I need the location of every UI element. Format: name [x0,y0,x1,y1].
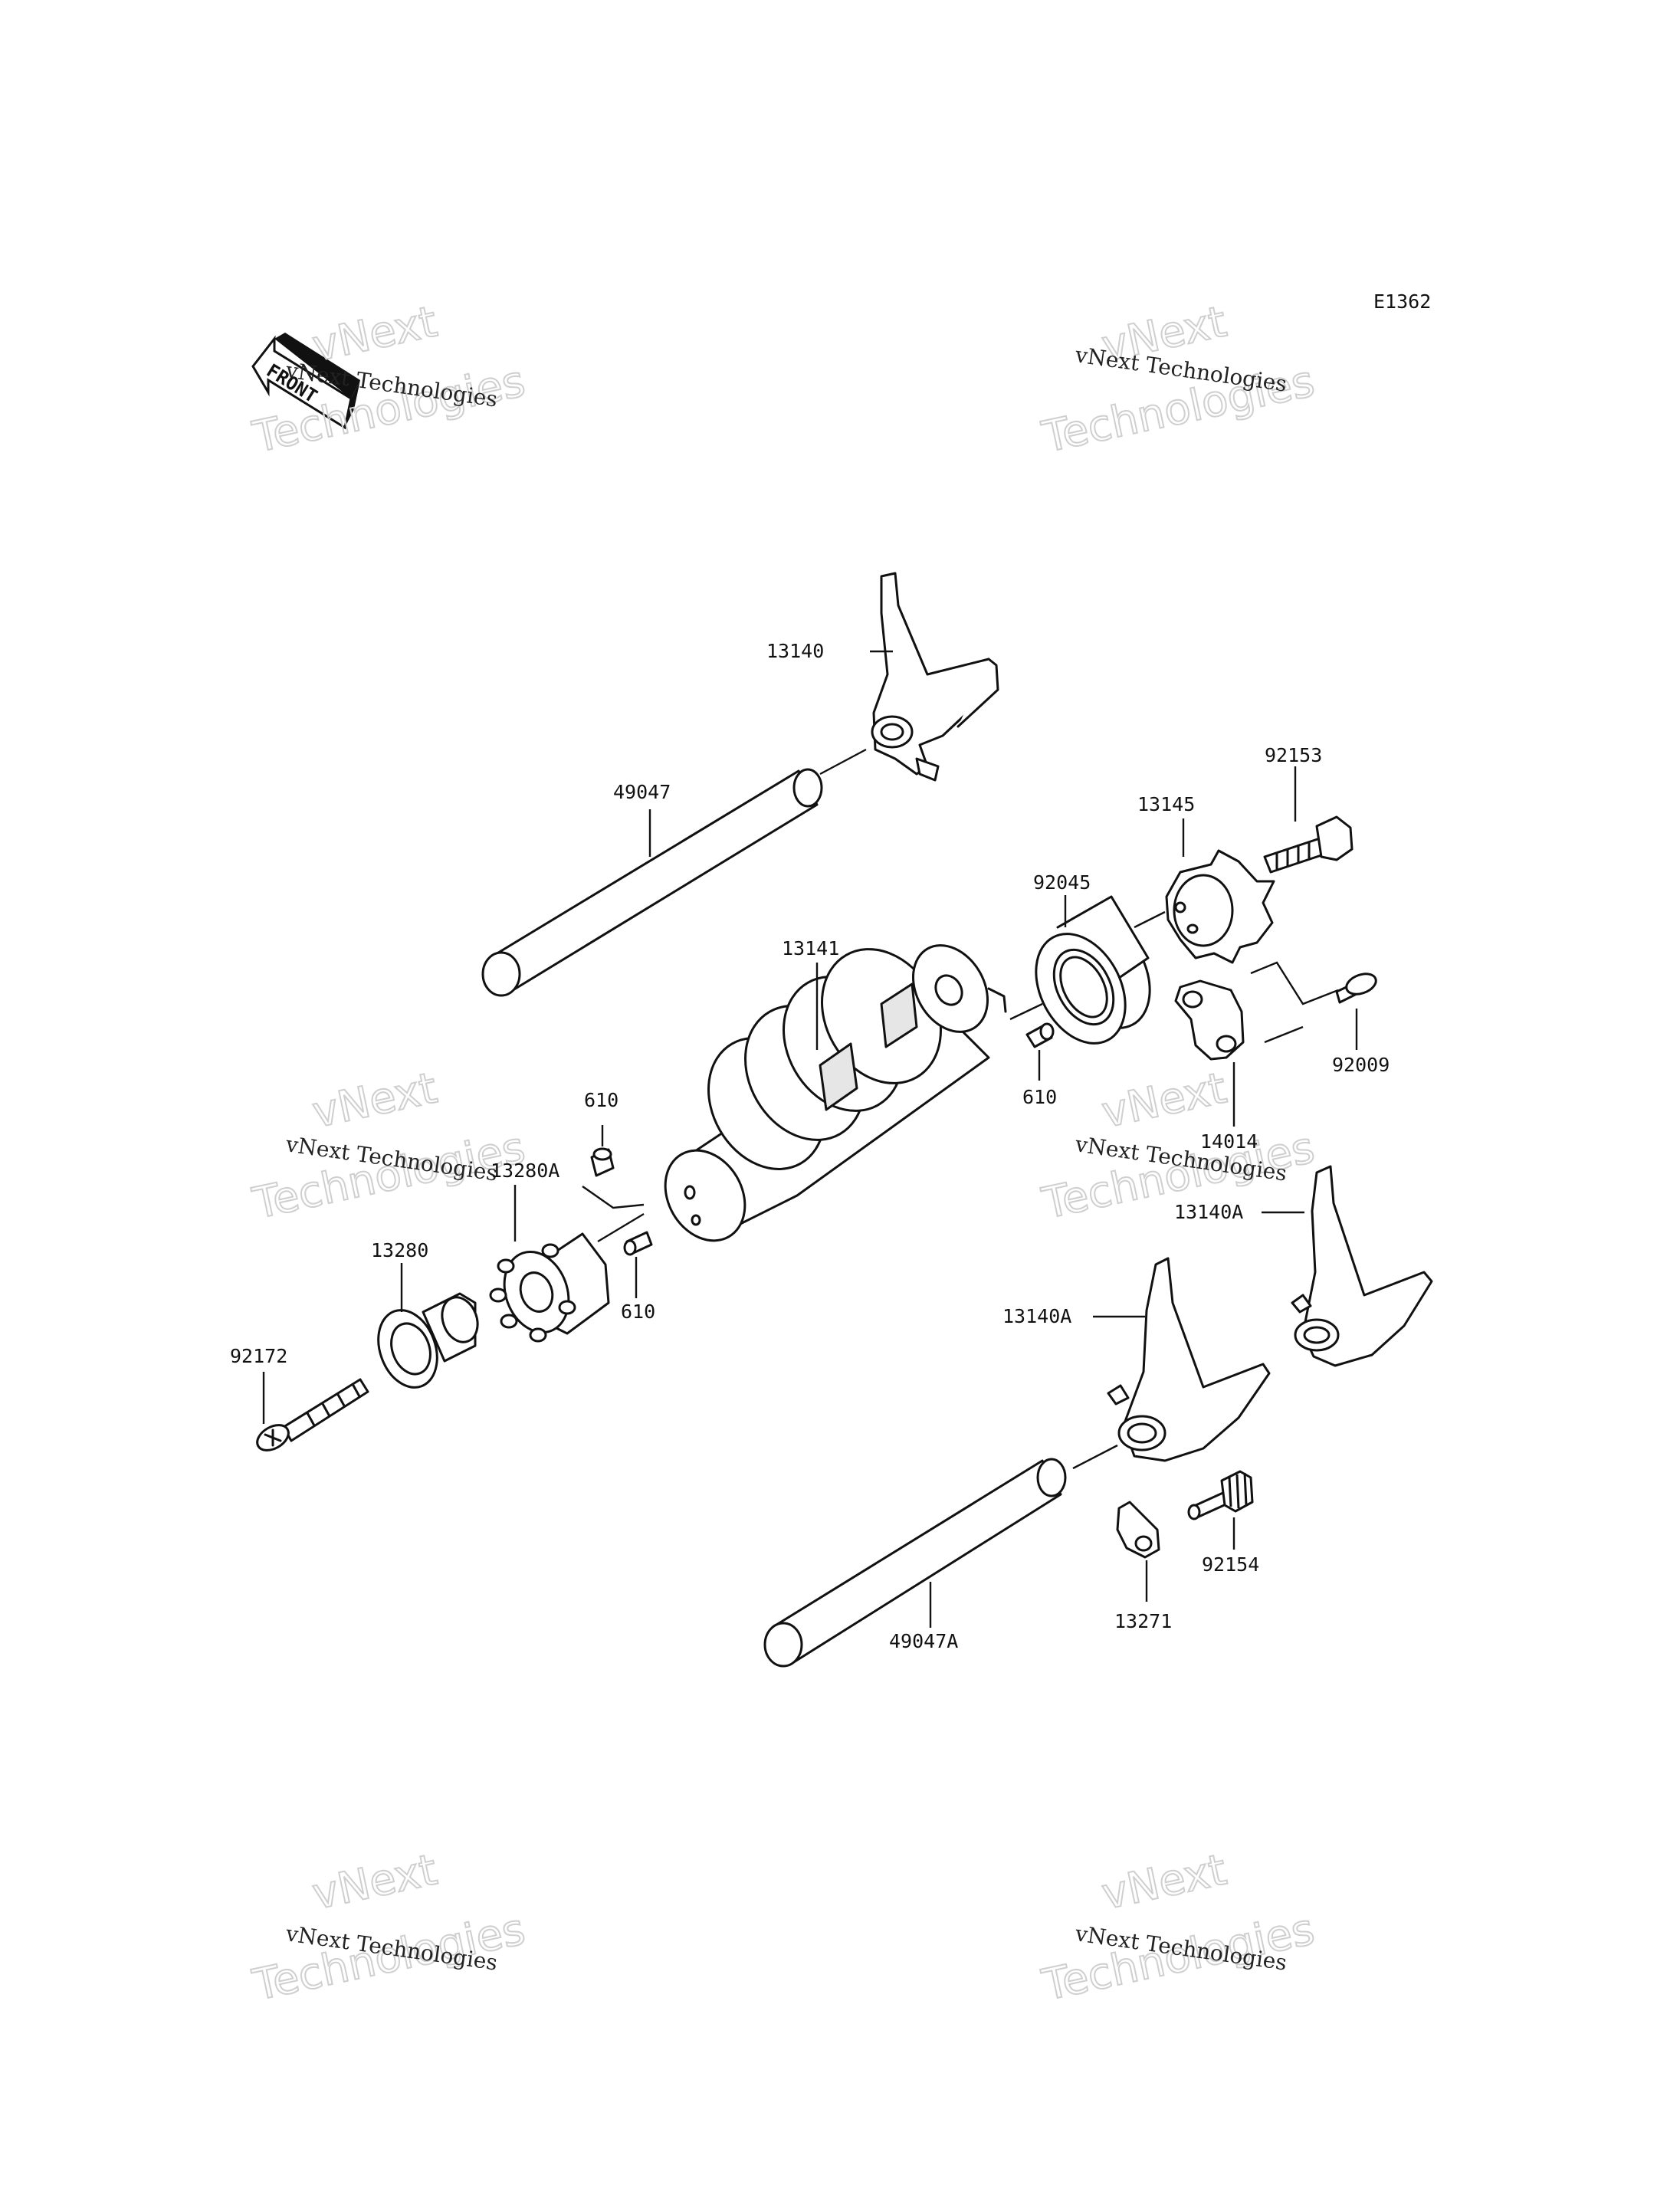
shift-rod-49047A-drawing [763,1458,1067,1668]
callout-92009: 92009 [1332,1054,1390,1076]
bolt-92154-drawing [1187,1470,1254,1520]
svg-text:vNext: vNext [308,297,441,372]
stopper-13280-drawing [377,1292,479,1389]
callout-13280: 13280 [371,1239,428,1261]
pin-610-bottom-drawing [623,1231,653,1256]
callout-49047: 49047 [613,781,671,803]
screw-92009-drawing [1335,973,1377,1004]
leader-49047A-to-fork [1072,1444,1118,1470]
watermark-bottom-left: vNext Technologies [248,1844,530,2011]
callout-92045: 92045 [1033,871,1091,894]
watermark-bottom-right: vNext Technologies [1037,1844,1319,2011]
callout-92153: 92153 [1265,744,1322,766]
leader-pins-link [582,1186,645,1209]
shift-fork-13140A-left-drawing [1107,1257,1271,1462]
screw-92172-drawing [256,1378,369,1451]
bearing-92045-drawing [1035,895,1151,1045]
callout-49047A: 49047A [889,1630,958,1652]
callout-14014: 14014 [1200,1130,1258,1153]
leader-13141-axis [1009,1002,1043,1021]
pin-holder-13280A-drawing [489,1232,610,1343]
pin-610-top-drawing [590,1147,615,1177]
shift-fork-13140-drawing [871,572,999,782]
leader-92009-bracket [1250,961,1339,1005]
plate-13271-drawing [1116,1501,1160,1559]
callout-13271: 13271 [1114,1610,1172,1632]
watermark-mid-left: vNext Technologies [248,1062,530,1229]
callout-92154: 92154 [1202,1553,1259,1576]
watermark-mid-right: vNext Technologies [1037,1062,1319,1229]
shift-drum-cam-13145-drawing [1165,849,1275,964]
callout-13280A: 13280A [491,1160,559,1182]
callout-13140: 13140 [766,640,824,662]
callout-13145: 13145 [1137,793,1195,815]
callout-13140A-right: 13140A [1174,1201,1243,1223]
shift-fork-13140A-right-drawing [1291,1165,1433,1367]
shift-rod-49047-drawing [481,768,823,997]
leader-pins-axis [597,1212,645,1243]
leader-92009-link [1264,1025,1304,1044]
diagram-code: E1362 [1373,290,1431,313]
callout-13141: 13141 [782,937,839,959]
callout-610-right: 610 [1022,1086,1057,1108]
leader-13145-axis [1134,910,1166,929]
callout-92172: 92172 [230,1345,287,1367]
svg-text:vNext: vNext [308,1063,441,1138]
plate-14014-drawing [1174,979,1245,1061]
leader-49047-to-fork [819,748,867,776]
callout-610-top: 610 [584,1089,619,1111]
bolt-92153-drawing [1263,815,1354,874]
shift-drum-13141-drawing [664,944,1007,1242]
callout-610-bottom: 610 [621,1301,655,1323]
pin-610-right-drawing [1025,1022,1055,1048]
svg-text:vNext: vNext [1098,1063,1231,1138]
svg-text:vNext: vNext [308,1845,441,1920]
svg-text:vNext: vNext [1098,1845,1231,1920]
callout-13140A-left: 13140A [1002,1305,1071,1327]
